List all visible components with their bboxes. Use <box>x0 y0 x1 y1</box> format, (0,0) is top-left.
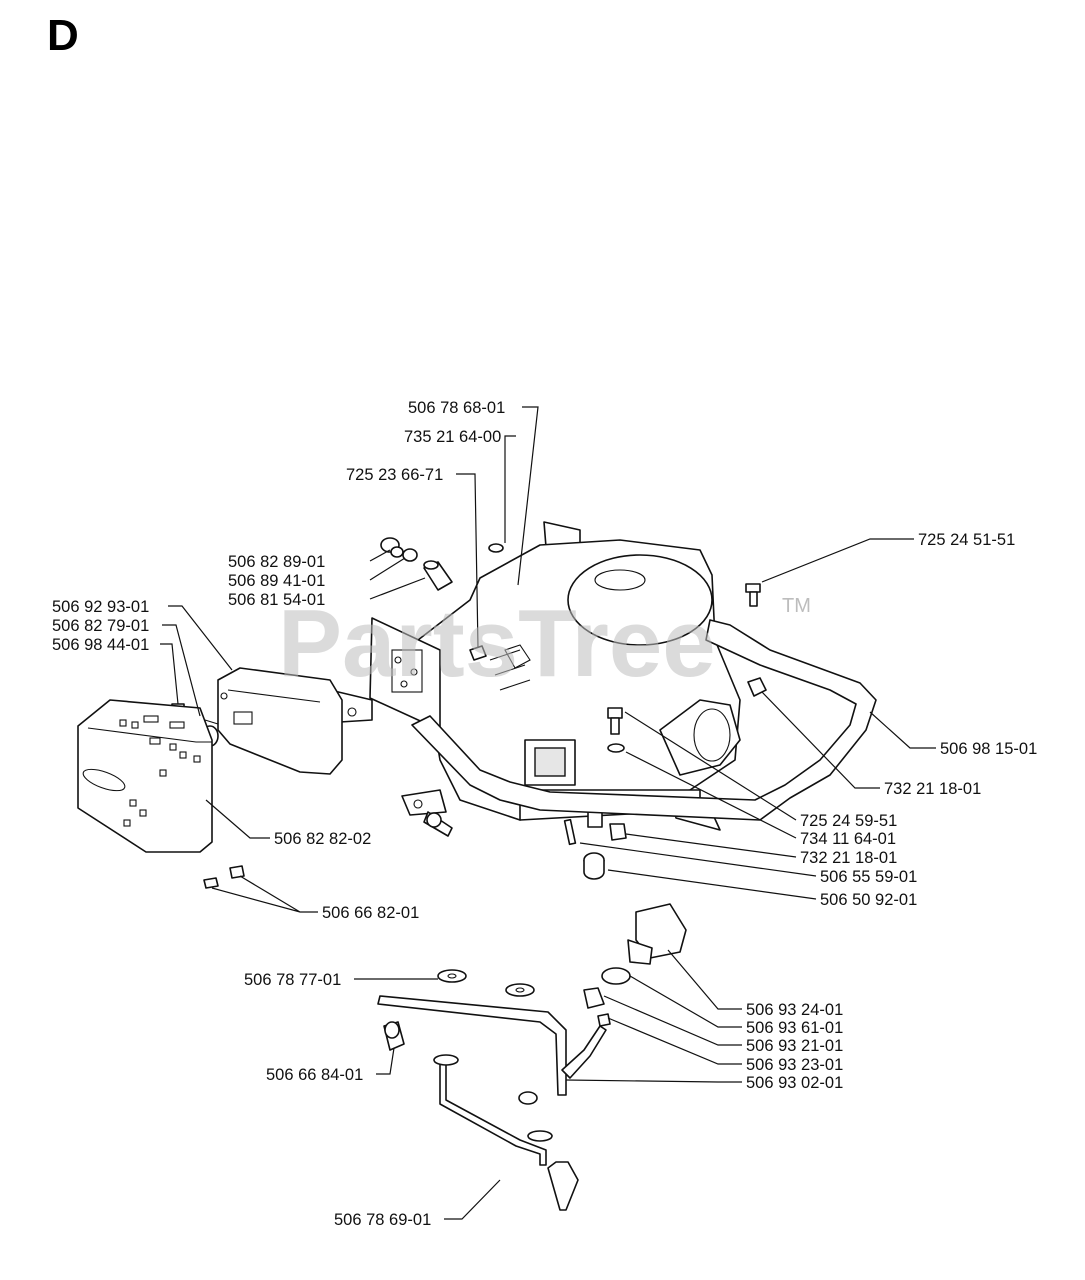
callout-label: 506 78 69-01 <box>334 1211 431 1229</box>
callout-label: 506 78 68-01 <box>408 399 505 417</box>
engine-hardware <box>469 543 767 880</box>
callout-label: 506 78 77-01 <box>244 971 341 989</box>
callout-label: 506 98 15-01 <box>940 740 1037 758</box>
callout-label: 506 55 59-01 <box>820 868 917 886</box>
heat-shield-vents <box>119 715 201 827</box>
callout-label: 732 21 18-01 <box>800 849 897 867</box>
engine-assembly <box>329 521 741 837</box>
section-letter: D <box>47 11 79 60</box>
callout-label: 725 24 59-51 <box>800 812 897 830</box>
callout-label: 506 66 82-01 <box>322 904 419 922</box>
muffler-group <box>77 537 453 889</box>
watermark-trademark: TM <box>782 595 811 617</box>
callout-label: 506 82 82-02 <box>274 830 371 848</box>
callout-label: 506 82 89-01 <box>228 553 325 571</box>
callout-label: 506 93 24-01 <box>746 1001 843 1019</box>
callout-label: 506 89 41-01 <box>228 572 325 590</box>
callout-label: 506 93 02-01 <box>746 1074 843 1092</box>
callout-label: 725 24 51-51 <box>918 531 1015 549</box>
callout-label: 506 98 44-01 <box>52 636 149 654</box>
callout-label: 506 81 54-01 <box>228 591 325 609</box>
callout-label: 725 23 66-71 <box>346 466 443 484</box>
callout-label: 732 21 18-01 <box>884 780 981 798</box>
callout-label: 734 11 64-01 <box>800 830 896 848</box>
callout-label: 506 82 79-01 <box>52 617 149 635</box>
callout-label: 506 92 93-01 <box>52 598 149 616</box>
fuel-line-group <box>377 903 687 1211</box>
callout-label: 506 50 92-01 <box>820 891 917 909</box>
callout-label: 506 93 21-01 <box>746 1037 843 1055</box>
watermark-text: PartsTree <box>278 590 716 697</box>
callout-label: 506 93 23-01 <box>746 1056 843 1074</box>
callout-label: 506 93 61-01 <box>746 1019 843 1037</box>
frame-loop <box>411 619 877 821</box>
callout-label: 506 66 84-01 <box>266 1066 363 1084</box>
callout-labels: 506 78 68-01 735 21 64-00 725 23 66-71 7… <box>52 399 1037 1229</box>
leader-lines <box>160 406 936 1220</box>
callout-label: 735 21 64-00 <box>404 428 501 446</box>
